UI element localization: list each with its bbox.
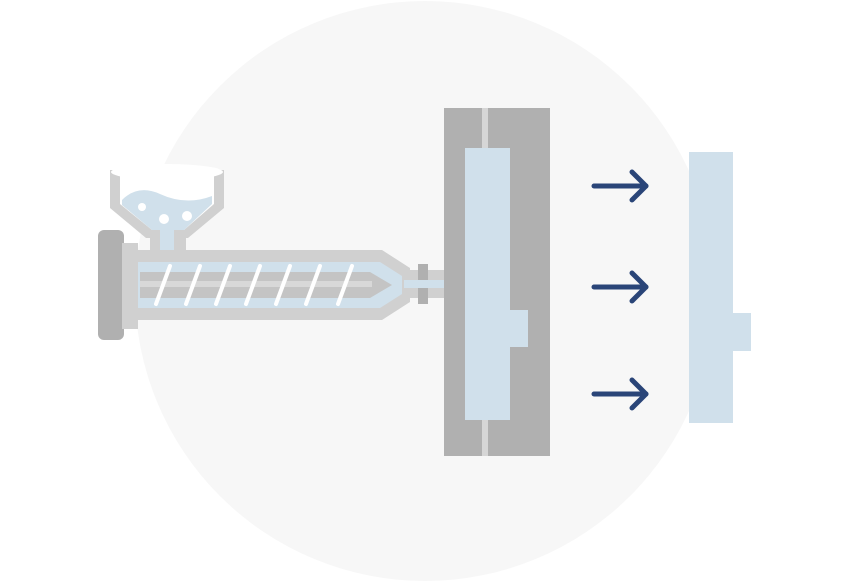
screw-shaft-highlight	[140, 281, 372, 287]
drive-housing	[98, 230, 124, 340]
pellet-icon	[159, 214, 169, 224]
screw-icon	[140, 264, 392, 306]
pellet-icon	[138, 203, 146, 211]
screw-flight	[214, 264, 232, 306]
screw-flight	[336, 264, 354, 306]
hopper-icon	[110, 164, 224, 254]
drive-flange	[122, 243, 138, 329]
nozzle-icon	[404, 264, 466, 304]
screw-flight	[274, 264, 292, 306]
hopper-feed-throat	[160, 230, 174, 254]
arrow-right-icon	[591, 377, 649, 411]
pellet-icon	[182, 211, 192, 221]
hopper-mouth	[111, 164, 223, 180]
arrow-right-icon	[591, 270, 649, 304]
ejection-arrows	[591, 169, 649, 411]
mold-cavity-part	[465, 148, 528, 420]
screw-flights	[154, 264, 354, 306]
screw-flight	[154, 264, 172, 306]
screw-flight	[304, 264, 322, 306]
screw-flight	[244, 264, 262, 306]
screw-flight	[184, 264, 202, 306]
nozzle-melt-channel	[404, 280, 466, 288]
arrow-right-icon	[591, 169, 649, 203]
mold-icon	[444, 108, 550, 456]
molded-part-icon	[689, 152, 751, 423]
injection-unit	[98, 164, 466, 340]
